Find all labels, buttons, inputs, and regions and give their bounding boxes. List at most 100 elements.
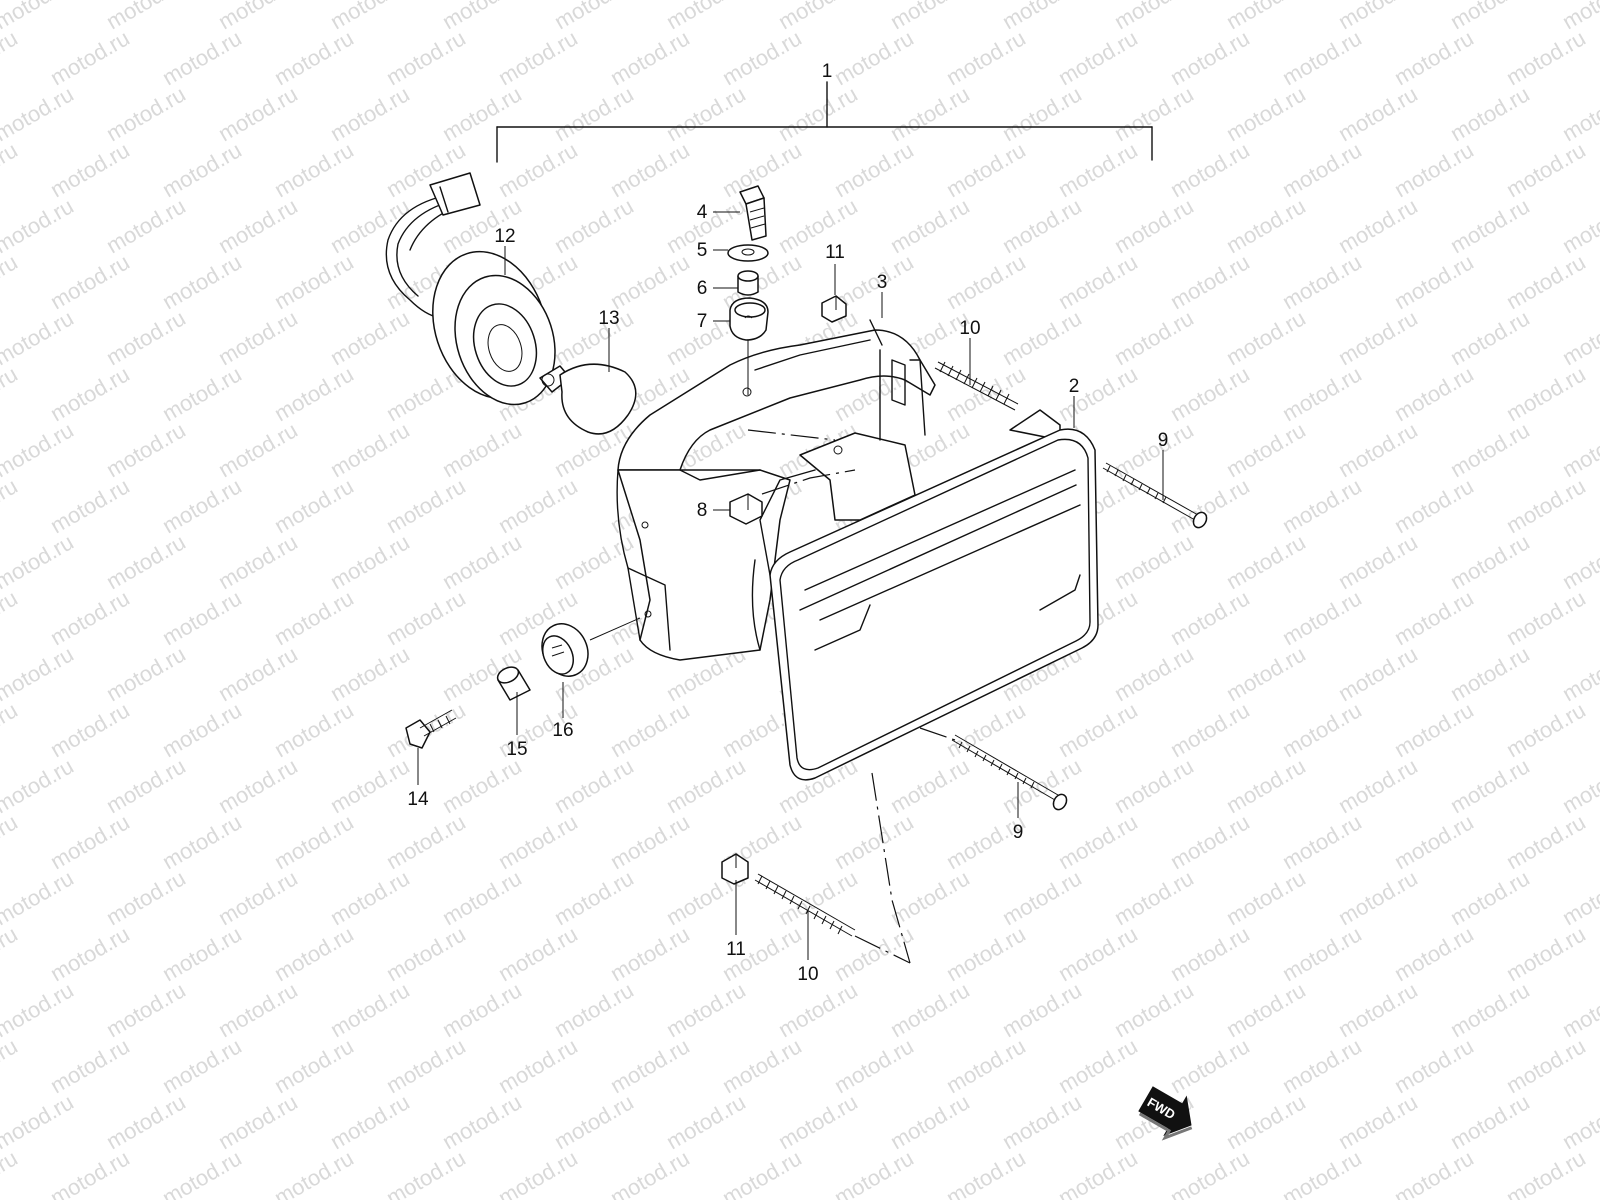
watermark-text: motod.ru (1558, 81, 1600, 146)
watermark-text: motod.ru (46, 137, 134, 202)
watermark-text: motod.ru (158, 137, 246, 202)
callout-15: 15 (506, 739, 527, 760)
watermark-text: motod.ru (326, 529, 414, 594)
watermark-text: motod.ru (270, 473, 358, 538)
watermark-text: motod.ru (1166, 1145, 1254, 1200)
callout-9-bottom: 9 (1013, 822, 1024, 843)
watermark-text: motod.ru (1502, 249, 1590, 314)
callout-labels: 1 2 3 4 5 6 7 8 9 9 10 10 11 11 12 13 14… (407, 61, 1168, 985)
bolt-part-14 (405, 709, 457, 749)
watermark-text: motod.ru (382, 1033, 470, 1098)
watermark-text: motod.ru (1110, 977, 1198, 1042)
watermark-text: motod.ru (1334, 977, 1422, 1042)
watermark-text: motod.ru (0, 361, 22, 426)
watermark-text: motod.ru (662, 81, 750, 146)
watermark-text: motod.ru (46, 809, 134, 874)
watermark-text: motod.ru (550, 753, 638, 818)
watermark-text: motod.ru (1054, 1033, 1142, 1098)
watermark-text: motod.ru (158, 921, 246, 986)
watermark-text: motod.ru (102, 641, 190, 706)
callout-5: 5 (697, 240, 708, 261)
watermark-text: motod.ru (0, 1145, 22, 1200)
watermark-text: motod.ru (1166, 1033, 1254, 1098)
watermark-text: motod.ru (214, 193, 302, 258)
nut-part-8 (729, 469, 856, 525)
watermark-text: motod.ru (1278, 473, 1366, 538)
watermark-text: motod.ru (270, 249, 358, 314)
watermark-text: motod.ru (1054, 25, 1142, 90)
watermark-text: motod.ru (270, 137, 358, 202)
watermark-text: motod.ru (606, 1145, 694, 1200)
watermark-text: motod.ru (718, 1033, 806, 1098)
watermark-text: motod.ru (0, 473, 22, 538)
watermark-text: motod.ru (1446, 417, 1534, 482)
watermark-text: motod.ru (46, 25, 134, 90)
watermark-text: motod.ru (270, 1033, 358, 1098)
callout-14: 14 (407, 789, 429, 810)
watermark-text: motod.ru (158, 249, 246, 314)
watermark-text: motod.ru (1278, 585, 1366, 650)
watermark-text: motod.ru (662, 753, 750, 818)
watermark-text: motod.ru (1222, 753, 1310, 818)
watermark-text: motod.ru (606, 1033, 694, 1098)
watermark-text: motod.ru (1054, 361, 1142, 426)
watermark-text: motod.ru (1054, 1145, 1142, 1200)
watermark-text: motod.ru (718, 25, 806, 90)
watermark-text: motod.ru (550, 865, 638, 930)
watermark-text: motod.ru (606, 697, 694, 762)
watermark-text: motod.ru (1502, 25, 1590, 90)
watermark-text: motod.ru (1278, 921, 1366, 986)
watermark-text: motod.ru (214, 865, 302, 930)
watermark-text: motod.ru (0, 249, 22, 314)
watermark-text: motod.ru (1334, 305, 1422, 370)
watermark-text: motod.ru (46, 473, 134, 538)
watermark-text: motod.ru (382, 473, 470, 538)
watermark-text: motod.ru (0, 1089, 78, 1154)
watermark-text: motod.ru (1390, 1145, 1478, 1200)
watermark-text: motod.ru (326, 641, 414, 706)
watermark-text: motod.ru (1166, 809, 1254, 874)
watermark-text: motod.ru (0, 137, 22, 202)
watermark-text: motod.ru (46, 1145, 134, 1200)
callout-8: 8 (697, 500, 708, 521)
watermark-text: motod.ru (382, 921, 470, 986)
watermark-text: motod.ru (998, 193, 1086, 258)
watermark-text: motod.ru (1446, 753, 1534, 818)
watermark-text: motod.ru (326, 865, 414, 930)
watermark-text: motod.ru (1278, 25, 1366, 90)
watermark-text: motod.ru (774, 193, 862, 258)
watermark-text: motod.ru (270, 921, 358, 986)
watermark-text: motod.ru (1054, 697, 1142, 762)
watermark-text: motod.ru (1502, 1145, 1590, 1200)
watermark-text: motod.ru (774, 865, 862, 930)
watermark-text: motod.ru (438, 1089, 526, 1154)
watermark-text: motod.ru (158, 25, 246, 90)
watermark-text: motod.ru (326, 81, 414, 146)
watermark-text: motod.ru (1334, 641, 1422, 706)
watermark-text: motod.ru (46, 585, 134, 650)
watermark-text: motod.ru (46, 249, 134, 314)
watermark-text: motod.ru (1390, 921, 1478, 986)
watermark-text: motod.ru (1390, 473, 1478, 538)
watermark-text: motod.ru (494, 473, 582, 538)
watermark-text: motod.ru (382, 1145, 470, 1200)
watermark-text: motod.ru (1390, 809, 1478, 874)
watermark-text: motod.ru (326, 417, 414, 482)
grommet-part-7 (729, 297, 769, 395)
watermark-text: motod.ru (1446, 1089, 1534, 1154)
watermark-text: motod.ru (270, 361, 358, 426)
watermark-text: motod.ru (886, 753, 974, 818)
watermark-text: motod.ru (1502, 585, 1590, 650)
watermark-text: motod.ru (0, 1033, 22, 1098)
watermark-text: motod.ru (1166, 361, 1254, 426)
watermark-text: motod.ru (886, 193, 974, 258)
watermark-text: motod.ru (326, 193, 414, 258)
watermark-text: motod.ru (102, 417, 190, 482)
watermark-text: motod.ru (998, 865, 1086, 930)
watermark-text: motod.ru (494, 1145, 582, 1200)
nut-part-11-top (821, 295, 847, 323)
watermark-text: motod.ru (1054, 249, 1142, 314)
watermark-text: motod.ru (438, 865, 526, 930)
watermark-text: motod.ru (270, 809, 358, 874)
